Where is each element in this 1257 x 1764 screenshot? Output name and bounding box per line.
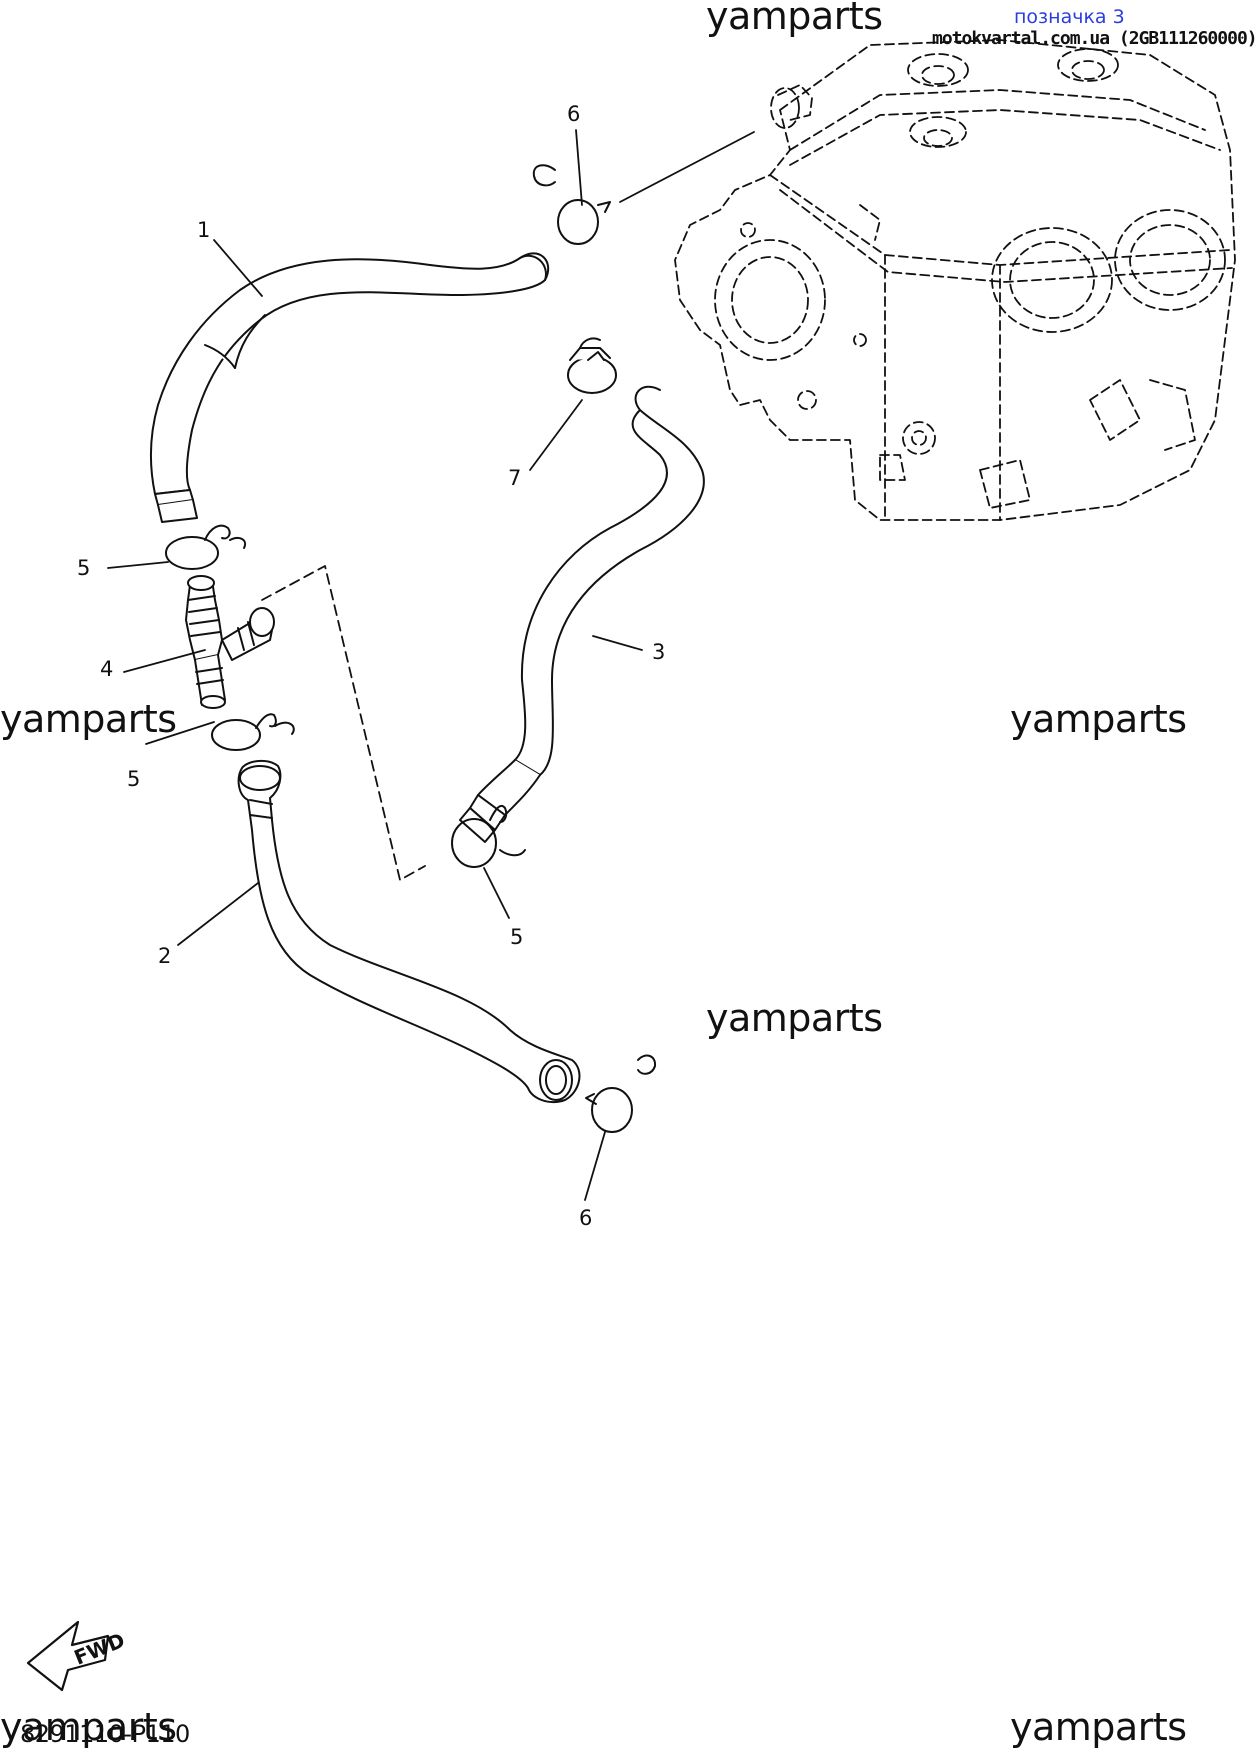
- fwd-arrow-icon: [26, 1620, 110, 1692]
- clip-6-lower-illustration: [585, 1054, 657, 1133]
- watermark: yamparts: [1010, 697, 1187, 741]
- hose-1-illustration: [149, 252, 550, 523]
- callout-part-4[interactable]: 4: [100, 657, 114, 681]
- callout-part-1[interactable]: 1: [197, 218, 211, 242]
- watermark: yamparts: [706, 0, 883, 38]
- callout-part-5[interactable]: 5: [77, 556, 91, 580]
- callout-part-6[interactable]: 6: [579, 1206, 593, 1230]
- clip-6-upper-illustration: [532, 164, 611, 245]
- callout-part-5[interactable]: 5: [510, 925, 524, 949]
- hose-3-illustration: [459, 385, 705, 843]
- fwd-label: FWD: [71, 1628, 129, 1670]
- clip-5-upper-illustration: [165, 524, 246, 570]
- routing-dashed-line: [261, 565, 426, 881]
- callout-part-3[interactable]: 3: [652, 640, 666, 664]
- callout-part-2[interactable]: 2: [158, 944, 172, 968]
- watermark: yamparts: [0, 1705, 177, 1749]
- callout-part-5[interactable]: 5: [127, 767, 141, 791]
- clip-5-middle-illustration: [211, 713, 295, 751]
- watermark: yamparts: [0, 697, 177, 741]
- hose-2-illustration: [237, 760, 581, 1104]
- callout-part-6[interactable]: 6: [567, 102, 581, 126]
- watermark: yamparts: [706, 996, 883, 1040]
- leader-lines: [107, 129, 643, 1201]
- clip-7-illustration: [567, 337, 617, 394]
- callout-part-7[interactable]: 7: [508, 466, 522, 490]
- clip-5-lower-illustration: [451, 804, 526, 868]
- note-link[interactable]: позначка 3: [1014, 6, 1125, 28]
- cylinder-head-illustration: [674, 39, 1236, 521]
- source-label: motokvartal.com.ua (2GB111260000): [932, 28, 1257, 49]
- leader-line-head: [619, 131, 755, 203]
- joint-4-illustration: [185, 575, 275, 709]
- diagram-code: 8291110-P110: [20, 1720, 190, 1748]
- watermark: yamparts: [1010, 1705, 1187, 1749]
